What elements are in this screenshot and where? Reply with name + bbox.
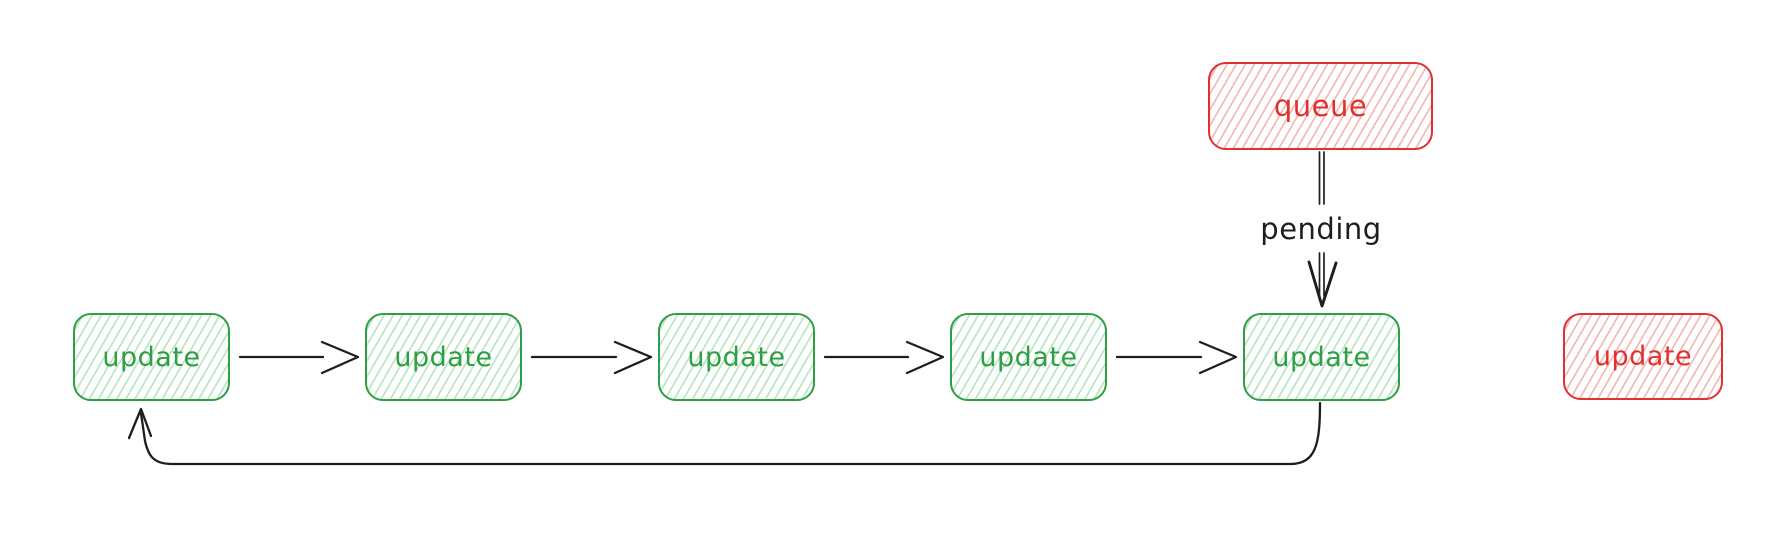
update-box-2-label: update [394,341,493,373]
update-box-1[interactable]: update [73,313,230,401]
queued-update-box[interactable]: update [1563,313,1723,400]
update-box-5[interactable]: update [1243,313,1400,401]
chain-arrow-2[interactable] [530,340,653,375]
pending-label[interactable]: pending [1260,212,1382,246]
chain-arrow-1[interactable] [238,340,360,375]
update-box-4-label: update [979,341,1078,373]
update-box-1-label: update [102,341,201,373]
queue-box[interactable]: queue [1208,62,1433,150]
loop-back-arrow[interactable] [127,401,1322,466]
pending-arrow[interactable] [1307,151,1338,308]
chain-arrow-3[interactable] [823,340,945,375]
update-box-4[interactable]: update [950,313,1107,401]
queue-box-label: queue [1273,88,1368,123]
update-box-3-label: update [687,341,786,373]
queued-update-box-label: update [1593,341,1693,372]
update-box-5-label: update [1272,341,1371,373]
update-box-2[interactable]: update [365,313,522,401]
chain-arrow-4[interactable] [1115,340,1238,375]
update-box-3[interactable]: update [658,313,815,401]
